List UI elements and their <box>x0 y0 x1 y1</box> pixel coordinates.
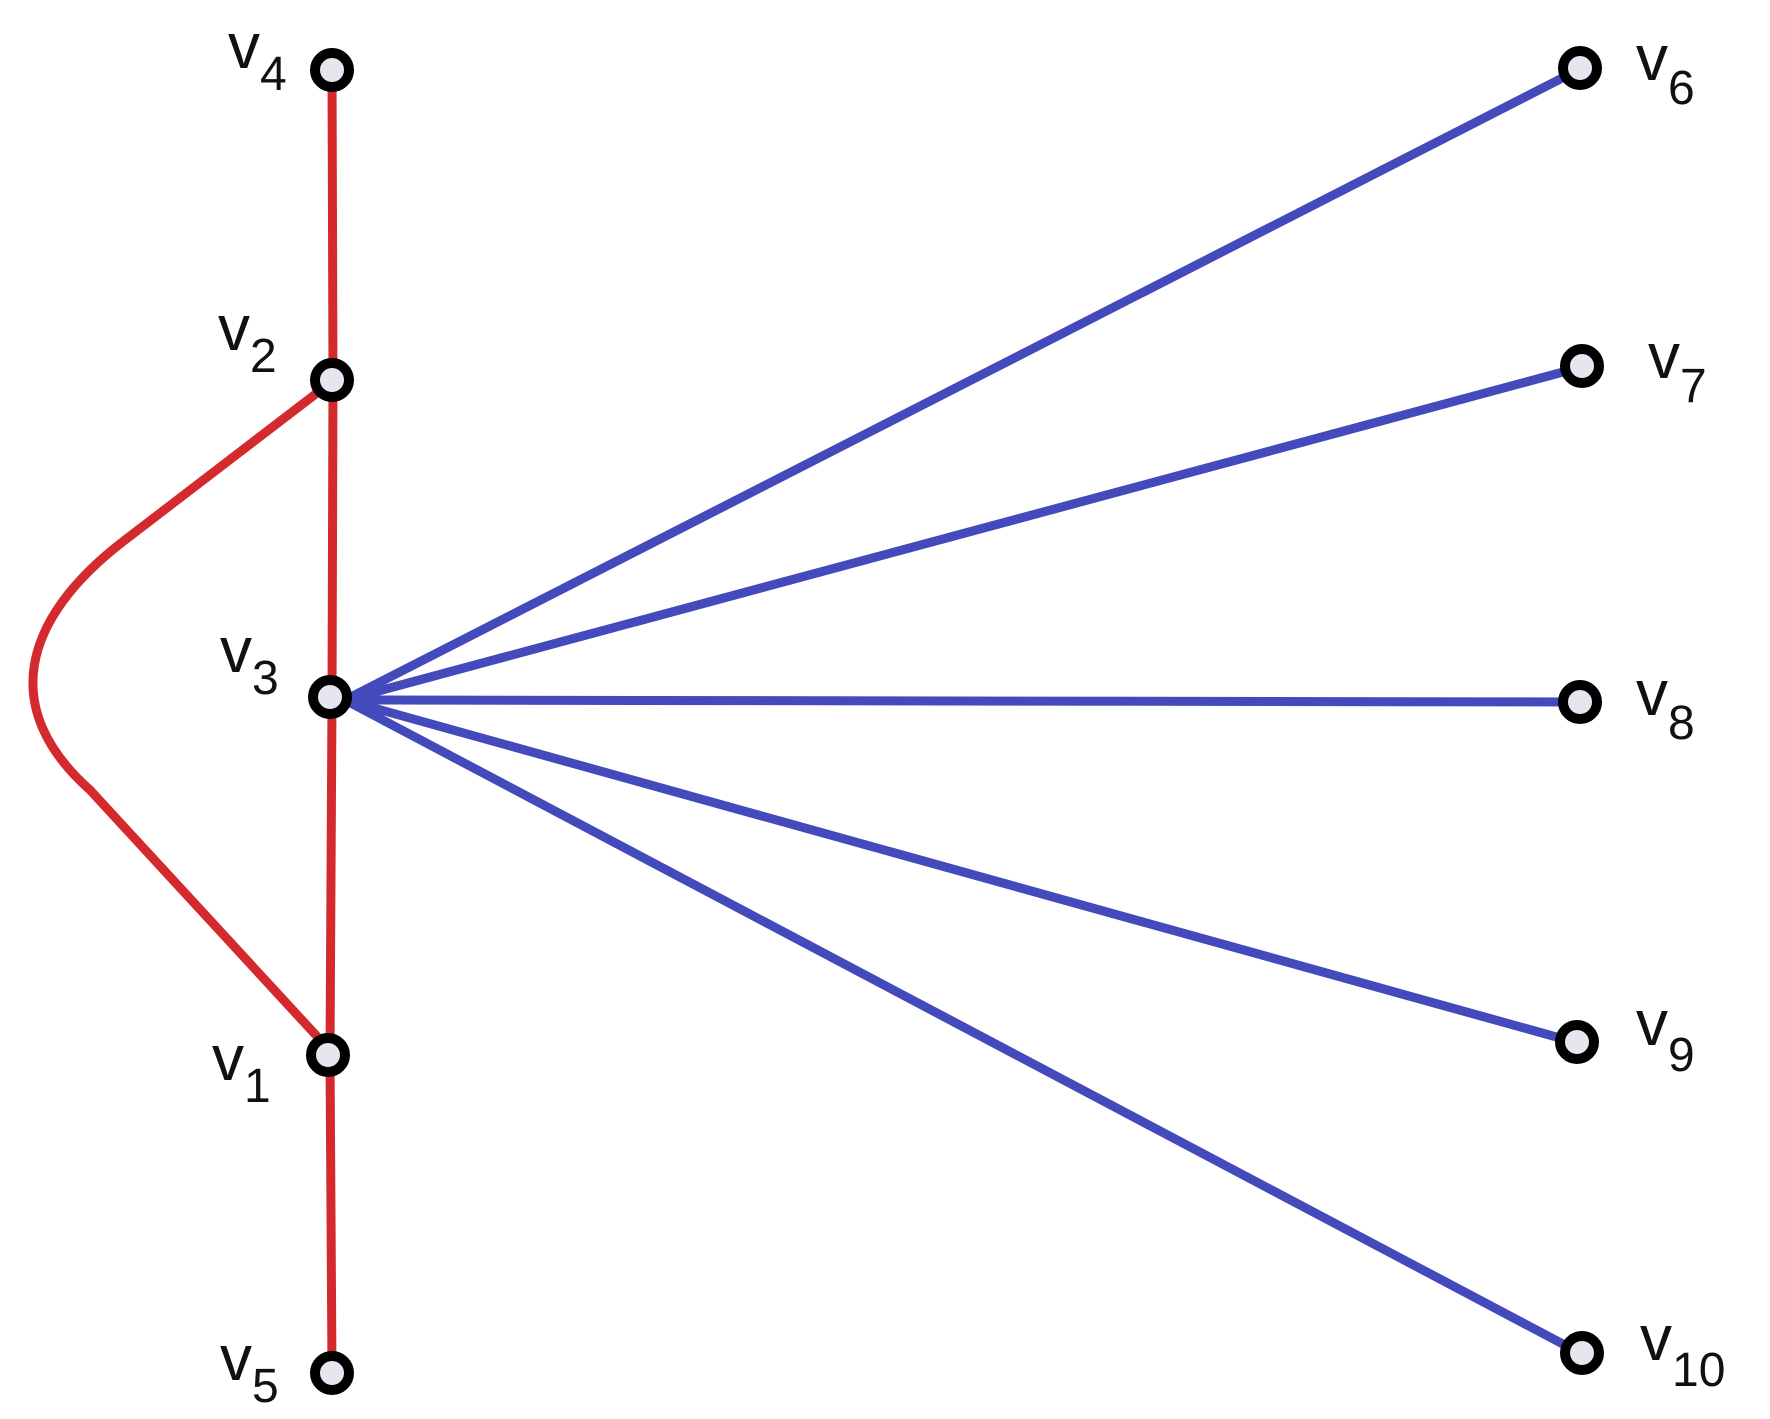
vertex-v6 <box>1558 46 1602 90</box>
edge-v3-v1 <box>325 695 337 1060</box>
vertex-v7 <box>1560 344 1604 388</box>
vertex-v8 <box>1558 680 1602 724</box>
blue-edges <box>340 65 1583 1357</box>
vertex-v1 <box>306 1033 350 1077</box>
edge-v3-v10 <box>340 695 1583 1357</box>
edge-v1-v5 <box>325 1050 337 1377</box>
vertex-v3 <box>308 675 352 719</box>
vertex-v10 <box>1560 1331 1604 1375</box>
edge-v3-v9 <box>340 695 1583 1048</box>
vertices <box>306 46 1604 1395</box>
vertex-v9 <box>1555 1020 1599 1064</box>
label-v10: v10 <box>1640 1302 1725 1397</box>
vertex-v2 <box>310 358 354 402</box>
vertex-v4 <box>310 48 354 92</box>
edge-v3-v6 <box>340 65 1583 705</box>
edge-v3-v7 <box>340 363 1583 705</box>
label-v1: v1 <box>212 1022 271 1113</box>
label-v9: v9 <box>1636 987 1695 1082</box>
label-v2: v2 <box>218 292 277 383</box>
label-v5: v5 <box>220 1322 279 1413</box>
label-v6: v6 <box>1636 22 1695 115</box>
edge-v3-v8 <box>340 695 1583 707</box>
edge-v4-v2 <box>327 63 338 385</box>
edge-v2-v3 <box>327 375 338 705</box>
edge-v2-v1-curve <box>28 378 335 1050</box>
label-v4: v4 <box>228 10 287 101</box>
red-edges <box>28 63 338 1377</box>
label-v7: v7 <box>1648 320 1707 413</box>
vertex-labels: v4 v2 v3 v1 v5 v6 v7 v8 v9 v10 <box>212 10 1725 1413</box>
label-v3: v3 <box>220 614 279 705</box>
label-v8: v8 <box>1636 657 1695 750</box>
vertex-v5 <box>310 1351 354 1395</box>
